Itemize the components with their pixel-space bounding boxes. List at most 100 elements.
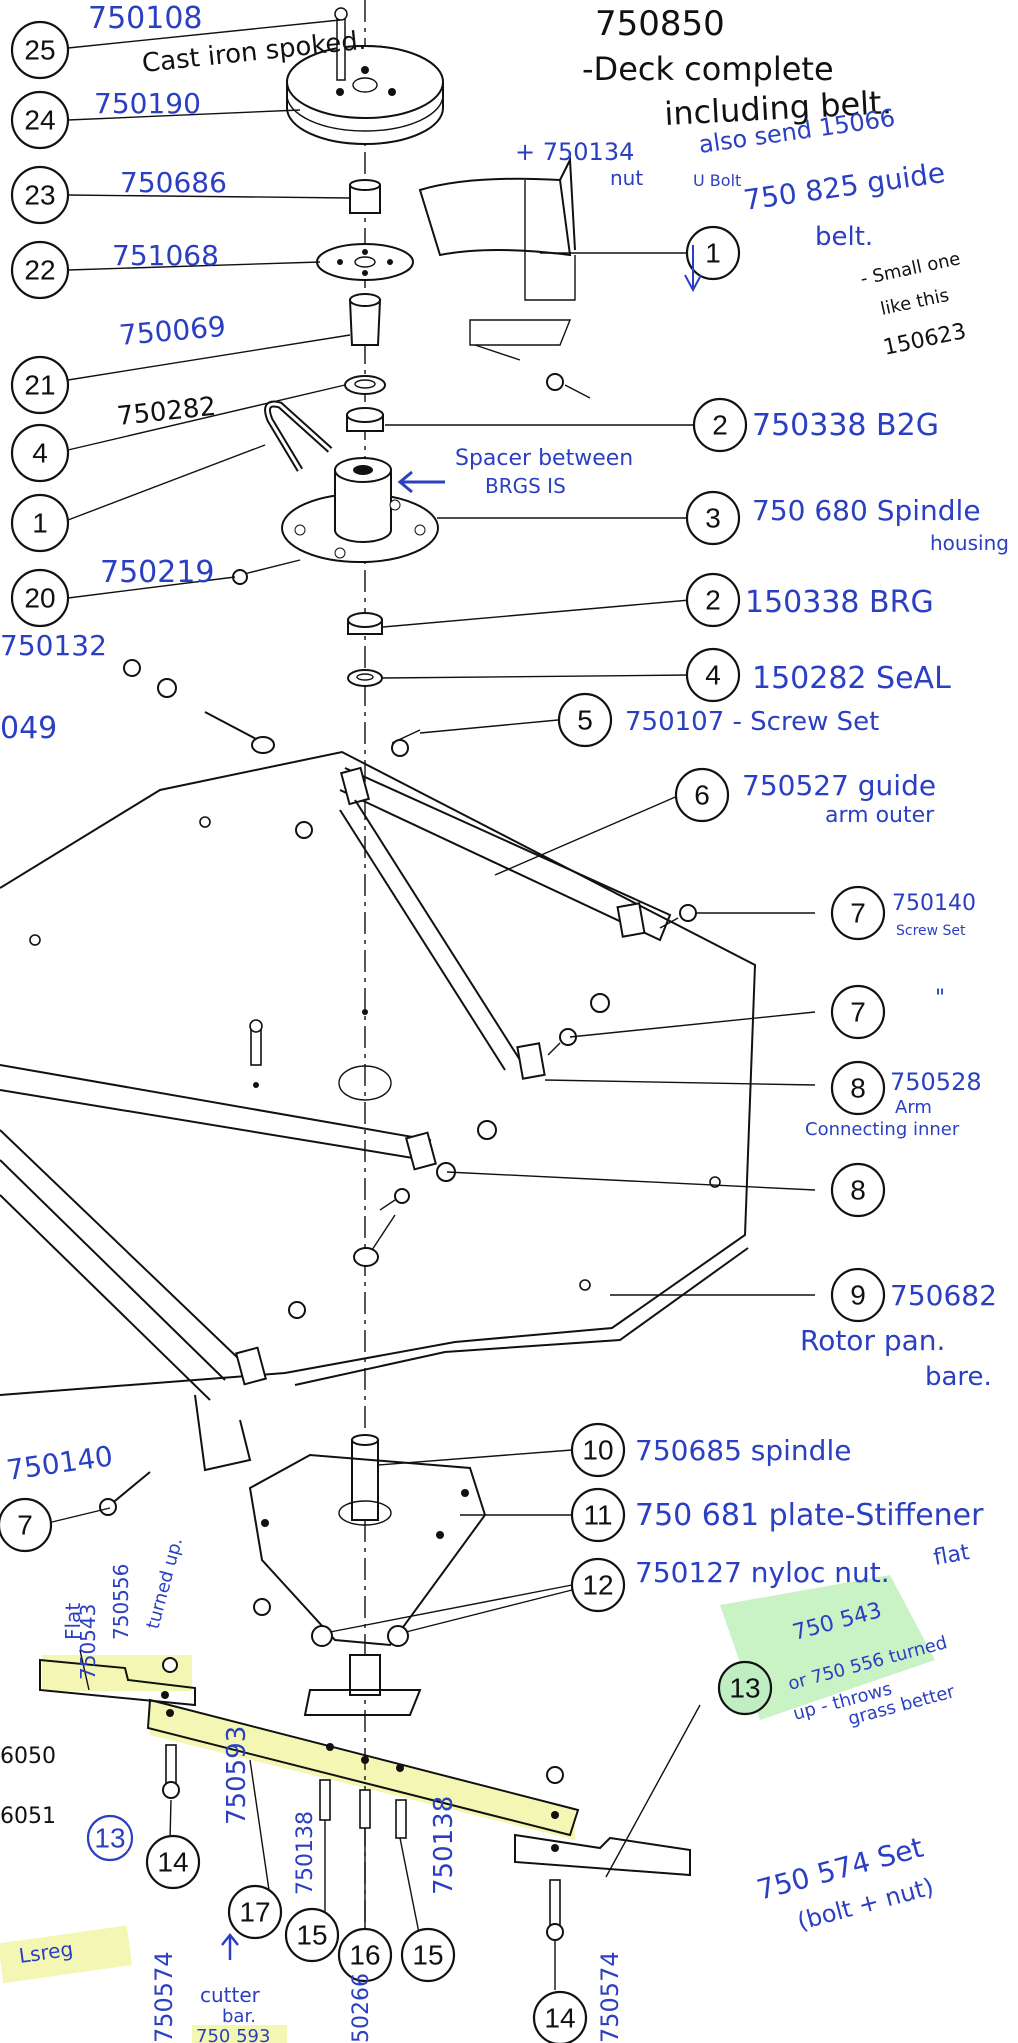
bolt-part-20: [232, 559, 301, 585]
note-750593-bottom: 750 593: [196, 2026, 270, 2043]
bearing-part-lower: [347, 612, 383, 635]
svg-text:14: 14: [544, 2003, 575, 2034]
note-750574-b: 750574: [596, 1951, 624, 2043]
svg-text:12: 12: [582, 1570, 613, 1601]
note-750543-lower: 750543: [76, 1604, 100, 1680]
code-751068: 751068: [112, 239, 219, 272]
note-6051: 6051: [0, 1804, 56, 1829]
guide-arm-outer-part: [339, 766, 672, 1080]
callout-11: 11: [570, 1487, 626, 1543]
svg-text:16: 16: [349, 1940, 380, 1971]
code-750219: 750219: [100, 555, 215, 590]
svg-text:25: 25: [24, 35, 55, 66]
note-topleft-code: 750108: [88, 1, 203, 36]
blade-right-part: [514, 1833, 691, 1877]
spindle-part: [351, 1434, 379, 1521]
callout-17: 17: [227, 1884, 283, 1940]
title-line-1: -Deck complete: [582, 50, 834, 88]
svg-text:7: 7: [17, 1510, 33, 1541]
note-flat: flat: [932, 1540, 972, 1571]
note-rotor-pan: Rotor pan.: [800, 1324, 945, 1357]
svg-text:3: 3: [705, 503, 721, 534]
callout-15-b: 15: [400, 1927, 456, 1983]
note-750138-b: 750138: [429, 1796, 459, 1895]
svg-text:9: 9: [850, 1280, 866, 1311]
highlight-cutter-bar: [150, 1700, 575, 1840]
belt-note-small-3: 150623: [881, 319, 968, 361]
note-750593-vertical: 750593: [222, 1726, 252, 1825]
note-6050: 6050: [0, 1744, 56, 1769]
highlight-green-note: [720, 1575, 935, 1720]
screw-hardware: [249, 821, 697, 1319]
callout-2-lower: 2: [685, 572, 741, 628]
callout-1-left: 1: [10, 493, 70, 553]
spacer-arrow: [397, 470, 445, 494]
belt-note-nut: nut: [610, 166, 643, 190]
callout-3: 3: [685, 490, 741, 546]
callout-16: 16: [337, 1927, 393, 1983]
note-housing: housing: [930, 531, 1009, 555]
callout-5: 5: [557, 692, 613, 748]
screw-part-25: [334, 7, 348, 81]
note-spindle-housing: 750 680 Spindle: [752, 494, 981, 527]
note-750556-lower: 750556: [109, 1564, 133, 1640]
callout-12: 12: [570, 1557, 626, 1613]
svg-text:23: 23: [24, 180, 55, 211]
code-750282: 750282: [116, 392, 218, 432]
svg-text:7: 7: [850, 997, 866, 1028]
note-flat-lower: Flat: [61, 1603, 85, 1640]
svg-text:11: 11: [583, 1500, 612, 1531]
svg-text:22: 22: [24, 255, 55, 286]
note-750528: 750528: [890, 1068, 982, 1096]
code-750140-lower: 750140: [4, 1439, 114, 1487]
callout-7-b: 7: [830, 984, 886, 1040]
highlight-bottom-left: [0, 1925, 133, 1984]
leader-lines: [51, 19, 816, 1990]
svg-text:7: 7: [850, 898, 866, 929]
screw-part-5: [391, 729, 421, 757]
taper-bush-part-21: [348, 293, 382, 346]
svg-text:4: 4: [32, 438, 48, 469]
spacer-note-1: Spacer between: [455, 446, 633, 471]
callout-4-left: 4: [10, 423, 70, 483]
callout-13-green: 13: [717, 1660, 773, 1716]
spindle-housing-part: [281, 457, 439, 563]
belt-note-arrow: [684, 245, 702, 293]
nyloc-nuts: [253, 1598, 409, 1647]
seal-part-lower: [347, 669, 383, 687]
svg-text:13: 13: [729, 1673, 760, 1704]
note-connecting-inner: Connecting inner: [805, 1119, 960, 1140]
svg-text:21: 21: [24, 370, 55, 401]
belt-note-belt: belt.: [815, 222, 873, 252]
plate-stiffener-part: [248, 1453, 487, 1647]
note-750682: 750682: [890, 1279, 997, 1312]
note-guide-arm: 750527 guide: [742, 769, 936, 802]
note-50266: 50266: [349, 1973, 374, 2043]
callout-9: 9: [830, 1267, 886, 1323]
pulley-part: [286, 45, 444, 145]
code-049: 049: [0, 711, 57, 746]
callout-23: 23: [10, 165, 70, 225]
callout-8-b: 8: [830, 1162, 886, 1218]
note-turned-up: turned up.: [143, 1535, 188, 1631]
svg-text:20: 20: [24, 583, 55, 614]
bolt-part-7-lower: [99, 1471, 151, 1516]
u-bolt-part: [264, 400, 333, 472]
callout-14-b: 14: [532, 1990, 588, 2043]
belt-note-ubolt: U Bolt: [693, 171, 741, 190]
svg-text:13: 13: [94, 1823, 125, 1854]
code-750190: 750190: [94, 87, 201, 120]
blade-left-part: [39, 1658, 196, 1707]
note-bearing-lower: 150338 BRG: [745, 585, 934, 620]
svg-text:2: 2: [705, 585, 721, 616]
code-750132: 750132: [0, 629, 107, 662]
callout-22: 22: [10, 240, 70, 300]
bearing-part-upper: [346, 407, 384, 432]
svg-text:24: 24: [24, 105, 55, 136]
highlight-cutter-bar-note: [192, 2025, 287, 2043]
belt-note-small-2: like this: [879, 285, 951, 320]
note-bar: bar.: [222, 2006, 256, 2027]
svg-text:1: 1: [32, 508, 48, 539]
callout-7-a: 7: [830, 885, 886, 941]
